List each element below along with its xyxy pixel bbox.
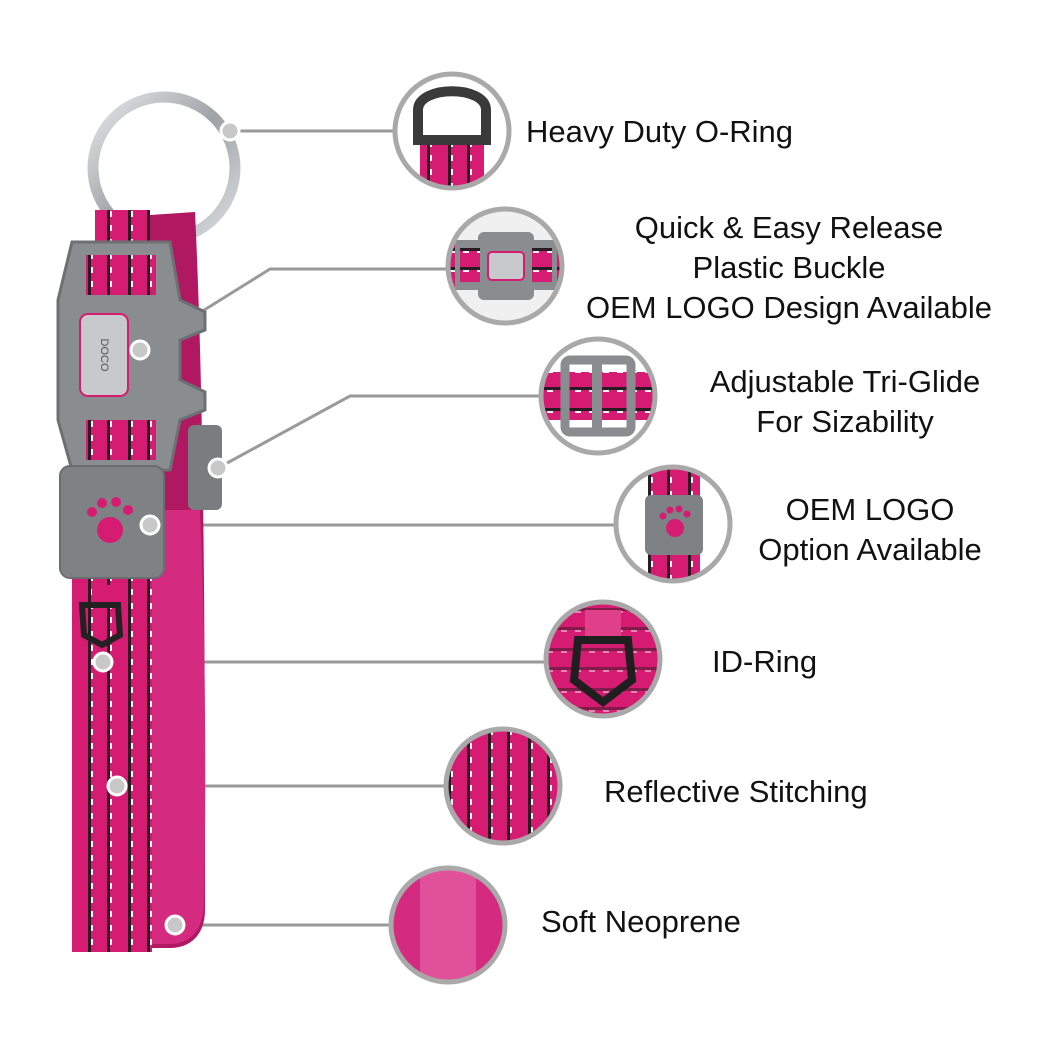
label-buckle-line-3: OEM LOGO Design Available (585, 290, 993, 325)
label-buckle: Quick & Easy Release Plastic Buckle OEM … (565, 208, 1013, 328)
label-neoprene: Soft Neoprene (541, 902, 741, 942)
neoprene-lining (150, 510, 206, 944)
zoom-neoprene (388, 865, 508, 985)
label-logo-line-2: Option Available (758, 532, 982, 567)
leader-tri-glide (217, 394, 541, 470)
label-o-ring: Heavy Duty O-Ring (526, 112, 793, 152)
zoom-o-ring (392, 71, 512, 191)
label-o-ring-line-1: Heavy Duty O-Ring (526, 114, 794, 149)
buckle-logo-text: DOCO (98, 339, 110, 372)
id-ring (78, 602, 124, 649)
label-tri-glide: Adjustable Tri-Glide For Sizability (680, 362, 1010, 442)
label-buckle-line-2: Plastic Buckle (692, 250, 886, 285)
id-ring-loop (92, 585, 112, 607)
label-stitching-line-1: Reflective Stitching (604, 774, 868, 809)
label-tri-glide-line-1: Adjustable Tri-Glide (709, 364, 981, 399)
label-logo-line-1: OEM LOGO (785, 492, 955, 527)
tri-glide (188, 425, 222, 510)
zoom-tri-glide (538, 336, 658, 456)
label-id-ring: ID-Ring (712, 642, 817, 682)
zoom-id-ring (543, 599, 663, 719)
zoom-buckle (445, 206, 565, 326)
label-tri-glide-line-2: For Sizability (756, 404, 934, 439)
collar-product-image: DOCO (56, 91, 241, 952)
label-logo: OEM LOGO Option Available (730, 490, 1010, 570)
callout-dots (92, 120, 241, 936)
webbing-bottom (72, 900, 150, 952)
buckle-logo-plate (79, 313, 129, 397)
zoom-logo (613, 464, 733, 584)
zoom-stitching (443, 726, 563, 846)
label-id-ring-line-1: ID-Ring (712, 644, 818, 679)
buckle-window (86, 255, 156, 295)
label-stitching: Reflective Stitching (604, 772, 868, 812)
paw-logo-icon (87, 497, 133, 543)
label-buckle-line-1: Quick & Easy Release (634, 210, 944, 245)
label-neoprene-line-1: Soft Neoprene (541, 904, 741, 939)
buckle-lower-window (86, 420, 156, 460)
